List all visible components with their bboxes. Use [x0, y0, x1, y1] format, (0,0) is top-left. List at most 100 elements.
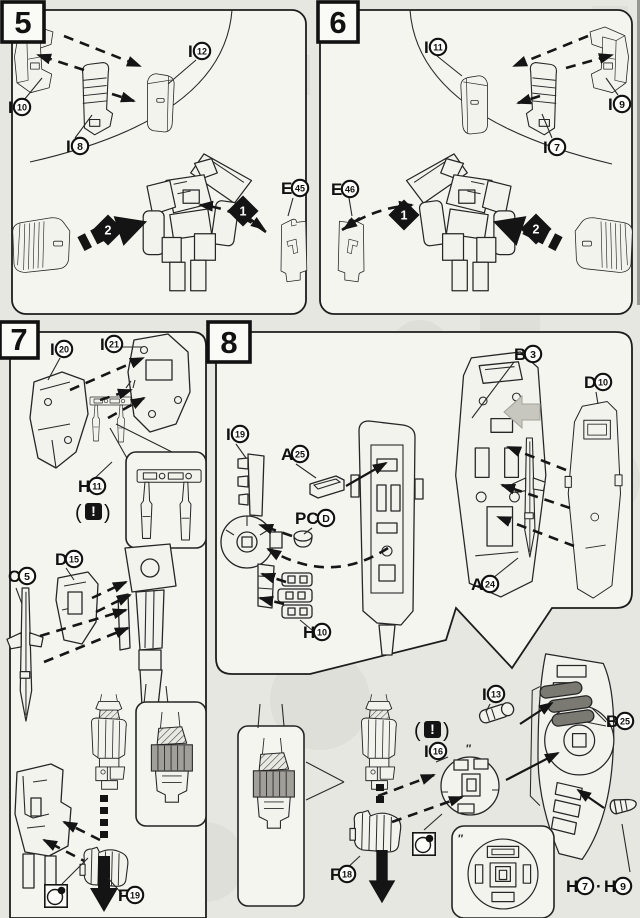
assembly-arrow	[576, 788, 605, 809]
svg-text:): )	[443, 720, 450, 742]
part-label-H7-H9: H 7 · H 9	[566, 876, 633, 896]
assembly-arrow	[43, 626, 130, 664]
step5-panel: I 10 I 8 I 12 E 45 1 2 5	[0, 0, 310, 315]
assembly-arrow	[91, 580, 128, 600]
assembly-arrow	[512, 34, 589, 68]
part-label-D10: D 10	[584, 372, 613, 392]
step5-number-box: 5	[0, 0, 46, 44]
step8-dark-clips-B25	[539, 681, 595, 727]
assembly-curve-arrow	[266, 546, 389, 569]
part-label-H10: H 10	[303, 622, 332, 642]
svg-text:D: D	[322, 513, 330, 525]
step8-hip-disc-part	[440, 756, 500, 816]
step8-vent-part-A25	[309, 475, 345, 499]
svg-text:46: 46	[345, 184, 355, 194]
svg-text:7: 7	[582, 881, 588, 893]
separator-dot: ·	[596, 877, 602, 896]
assembly-arrow	[342, 216, 361, 231]
svg-text:E: E	[331, 180, 342, 199]
gate-cut-icon	[43, 883, 68, 909]
step6-number-box: 6	[316, 0, 360, 44]
assembly-arrow	[111, 91, 136, 103]
part-label-F18: F 18	[330, 864, 357, 884]
assembly-arrow	[95, 593, 132, 614]
svg-text:I: I	[482, 685, 487, 704]
svg-text:B: B	[514, 345, 526, 364]
svg-text:24: 24	[485, 579, 495, 589]
svg-text:21: 21	[109, 339, 119, 349]
leader-lines	[15, 567, 75, 605]
assembly-arrow	[565, 53, 614, 70]
leader-line	[436, 55, 463, 77]
leader-line	[605, 77, 619, 96]
part-label-I13: I 13	[482, 684, 506, 704]
svg-text:(: (	[75, 502, 82, 524]
svg-text:D: D	[55, 550, 67, 569]
svg-text:H: H	[566, 877, 578, 896]
step8-lower-section: F 18 ( ! ) I 16 ″ I 13 B 25 H 7 · H 9	[237, 653, 638, 918]
leader-line	[74, 114, 93, 139]
svg-text:20: 20	[59, 344, 69, 354]
part-label-I21: I 21	[100, 334, 124, 354]
part-label-I9: I 9	[608, 94, 632, 114]
svg-text:19: 19	[235, 429, 245, 439]
svg-text:I: I	[8, 98, 13, 117]
assembly-arrow	[506, 445, 567, 472]
assembly-arrow	[516, 93, 541, 105]
assembly-arrow	[63, 34, 142, 68]
step8-polycap-part-PCD	[293, 530, 313, 548]
svg-text:F: F	[330, 865, 340, 884]
svg-text:11: 11	[433, 42, 443, 52]
ditto-mark: ″	[458, 833, 464, 845]
svg-text:25: 25	[620, 716, 630, 726]
svg-text:PC: PC	[295, 509, 319, 528]
assembly-arrow	[496, 515, 575, 548]
svg-text:D: D	[584, 373, 596, 392]
svg-text:25: 25	[295, 449, 305, 459]
svg-text:3: 3	[530, 349, 536, 361]
svg-text:7: 7	[554, 142, 560, 154]
assembly-arrow	[107, 396, 146, 420]
step8-shaded-detail-inset	[237, 725, 305, 907]
part-label-A24: A 24	[471, 574, 500, 594]
svg-text:2: 2	[533, 223, 540, 237]
svg-text:I: I	[100, 335, 105, 354]
assembly-arrow	[391, 795, 464, 824]
svg-text:B: B	[606, 712, 618, 731]
svg-text:H: H	[303, 623, 315, 642]
part-label-PC-D: PC D	[295, 508, 336, 528]
gate-cut-icon	[411, 831, 437, 857]
assembly-arrow	[42, 838, 91, 866]
svg-text:1: 1	[240, 205, 247, 219]
sequence-marker-1: 1	[388, 199, 420, 231]
part-label-H11: H 11	[78, 476, 107, 496]
assembly-arrow	[519, 701, 554, 725]
svg-text:I: I	[424, 38, 429, 57]
svg-text:8: 8	[77, 141, 83, 153]
svg-text:(: (	[414, 720, 421, 742]
svg-text:9: 9	[620, 881, 626, 893]
leader-lines	[235, 361, 599, 631]
svg-text:1: 1	[401, 209, 408, 223]
svg-text:A: A	[471, 575, 483, 594]
page-edge-shadow	[637, 0, 640, 305]
assembly-arrow	[249, 216, 266, 231]
part-label-I8: I 8	[66, 136, 90, 156]
svg-text:10: 10	[317, 627, 327, 637]
step7-frame-plate-I20	[29, 371, 89, 469]
svg-text:11: 11	[92, 481, 102, 491]
svg-text:I: I	[608, 95, 613, 114]
ditto-mark: ″	[466, 743, 472, 755]
svg-text:15: 15	[69, 554, 79, 564]
assembly-arrow	[345, 462, 388, 487]
leader-lines	[61, 857, 123, 895]
halftone-direction-arrow	[503, 394, 541, 430]
assembly-arrow	[36, 53, 85, 72]
assembly-arrow	[258, 595, 285, 607]
svg-text:I: I	[226, 425, 231, 444]
assembly-arrow	[260, 572, 287, 584]
leader-line	[23, 77, 43, 101]
part-label-I20: I 20	[50, 339, 74, 359]
part-label-D15: D 15	[55, 549, 84, 569]
part-label-I7: I 7	[543, 137, 567, 157]
